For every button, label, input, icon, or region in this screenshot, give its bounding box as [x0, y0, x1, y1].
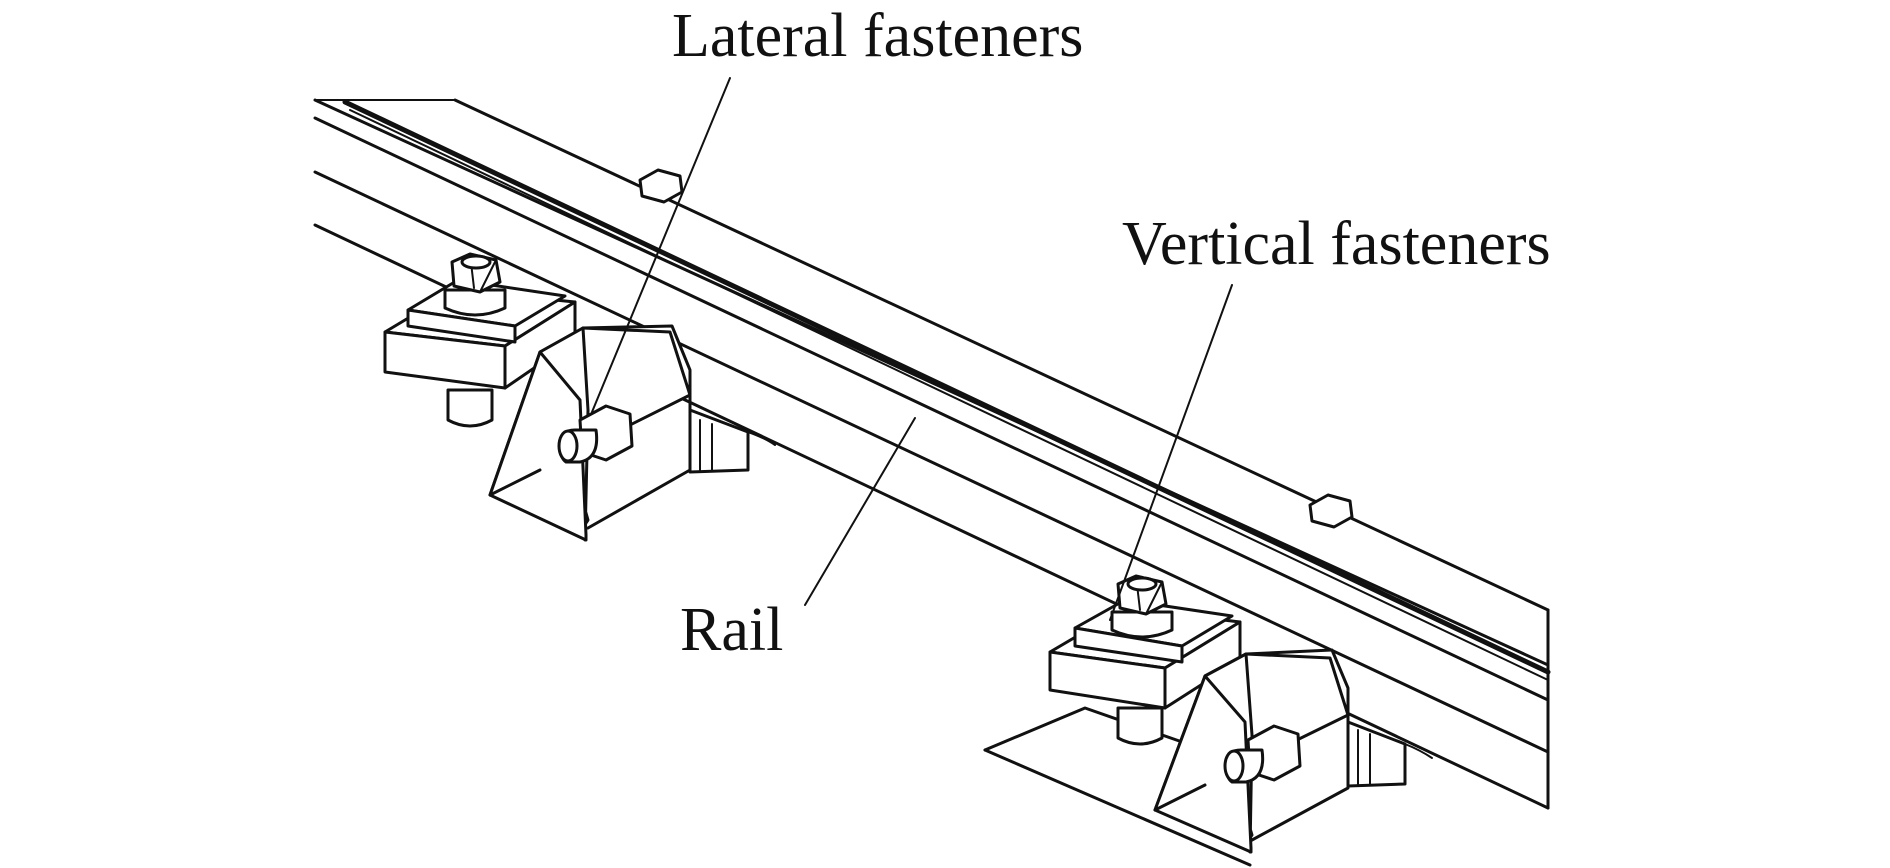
rail — [313, 98, 1551, 810]
fastener-assembly-left — [383, 252, 776, 542]
lateral-leader-line — [591, 77, 731, 413]
vertical-leader-line — [1109, 284, 1233, 621]
label-rail: Rail — [680, 596, 783, 664]
label-lateral-fasteners: Lateral fasteners — [672, 2, 1083, 70]
label-vertical-fasteners: Vertical fasteners — [1122, 210, 1551, 278]
fastener-assembly-right — [983, 574, 1433, 867]
rail-leader-line — [804, 417, 916, 606]
